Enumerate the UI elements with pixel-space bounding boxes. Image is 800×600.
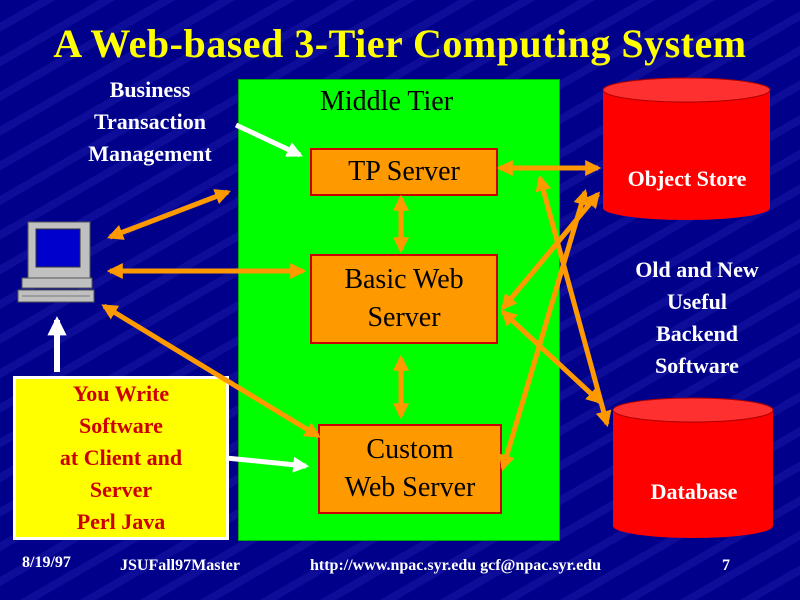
database-label: Database xyxy=(650,479,738,504)
object-store-label: Object Store xyxy=(627,166,747,191)
backend-software-label: Old and New Useful Backend Software xyxy=(635,257,759,378)
arrow-client-to-custom xyxy=(225,455,310,473)
computer-icon xyxy=(17,221,95,303)
footer-master: JSUFall97Master xyxy=(120,557,240,574)
slide-title: A Web-based 3-Tier Computing System xyxy=(53,21,747,66)
custom-web-server-box: Custom Web Server xyxy=(318,424,502,514)
footer-page-number: 7 xyxy=(722,557,730,574)
arrow-custom-objectstore xyxy=(498,188,590,472)
object-store-cylinder xyxy=(602,77,771,220)
arrow-business-to-tp xyxy=(234,122,303,158)
arrow-basic-database xyxy=(500,309,603,405)
business-transaction-label: Business Transaction Management xyxy=(88,77,212,166)
middle-tier-label: Middle Tier xyxy=(320,86,454,117)
footer-date: 8/19/97 xyxy=(22,554,71,571)
footer-url: http://www.npac.syr.edu gcf@npac.syr.edu xyxy=(310,557,602,574)
database-cylinder xyxy=(612,397,774,538)
basic-web-server-box: Basic Web Server xyxy=(310,254,498,344)
arrow-tp-client xyxy=(107,189,231,240)
arrow-custom-client xyxy=(101,303,321,439)
